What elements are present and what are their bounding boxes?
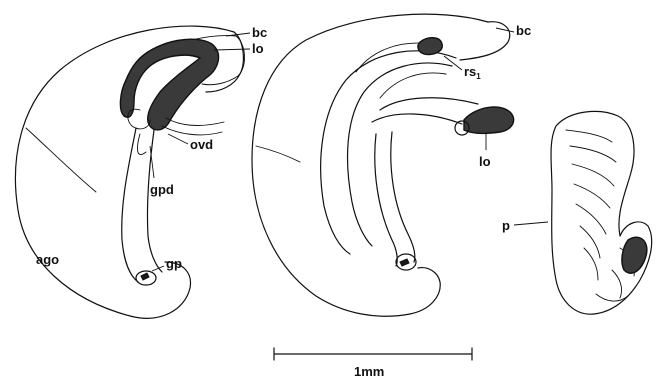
label-lo-middle: lo <box>479 154 491 169</box>
middle-tube-left <box>375 134 397 266</box>
middle-labels: bc rs1 lo <box>444 23 531 169</box>
middle-specimen <box>252 14 514 316</box>
scale-bar-label: 1mm <box>354 364 384 379</box>
leader-ovd <box>168 134 188 144</box>
left-gpd-tube-right <box>147 130 162 272</box>
left-ovd-duct <box>166 118 224 125</box>
middle-duct-outer <box>321 51 456 254</box>
label-p: p <box>502 218 510 233</box>
leader-rs1 <box>444 56 462 70</box>
right-fold-5 <box>576 204 606 234</box>
label-bc-middle: bc <box>516 23 531 38</box>
right-body-outline <box>551 111 652 314</box>
left-gpd-inner <box>138 134 146 155</box>
middle-lo-arm-top <box>380 98 478 110</box>
leader-lo-left <box>214 49 250 50</box>
label-gpd: gpd <box>150 182 174 197</box>
label-rs1: rs1 <box>464 64 481 81</box>
middle-duct-inner <box>348 63 452 246</box>
middle-lo-arm-bottom <box>372 114 462 124</box>
right-fold-4 <box>574 184 610 208</box>
right-specimen <box>551 111 652 314</box>
right-dark-tip <box>622 237 647 273</box>
right-fold-3 <box>572 164 614 186</box>
middle-tube-right <box>391 132 415 262</box>
left-gonopore-mark <box>141 273 149 280</box>
middle-lo-tip <box>464 107 514 133</box>
label-ovd: ovd <box>190 137 213 152</box>
label-lo-left: lo <box>252 41 264 56</box>
left-body-partition <box>26 128 96 192</box>
scale-bar: 1mm <box>274 348 472 379</box>
leader-p <box>514 222 548 225</box>
middle-rs1-blob <box>418 38 442 55</box>
right-labels: p <box>502 218 548 233</box>
right-fold-1 <box>566 130 612 142</box>
middle-gonopore-mark <box>400 259 409 266</box>
left-gpd-tube-left <box>122 128 138 282</box>
right-fold-2 <box>570 146 616 162</box>
middle-body-outline <box>252 14 488 316</box>
label-ago: ago <box>36 252 59 267</box>
label-rs1-sub: 1 <box>476 72 481 81</box>
left-ovd-duct-2 <box>162 126 222 135</box>
right-fold-6 <box>580 226 600 258</box>
right-fold-7 <box>584 248 598 280</box>
middle-duct-nested-2 <box>380 73 446 98</box>
middle-body-partition <box>256 146 300 162</box>
label-gp: gp <box>166 256 182 271</box>
label-rs1-main: rs <box>464 64 476 79</box>
right-fold-9 <box>612 270 622 298</box>
left-specimen <box>15 26 244 318</box>
middle-bc-lobe <box>460 22 510 60</box>
leader-bc-middle <box>496 28 514 32</box>
label-bc-left: bc <box>252 25 267 40</box>
